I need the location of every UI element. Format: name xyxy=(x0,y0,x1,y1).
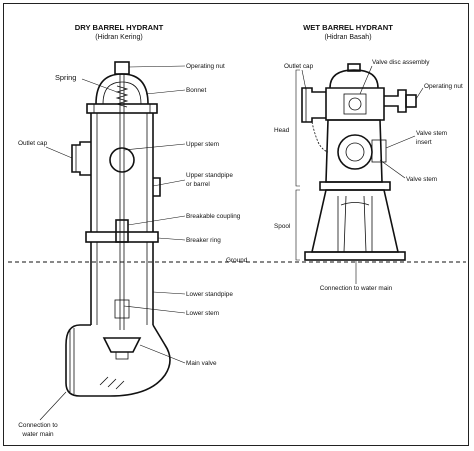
label-upper-stem: Upper stem xyxy=(186,141,219,148)
wet-label-valve-stem: Valve stem xyxy=(406,176,437,183)
label-connection: Connection to xyxy=(18,422,58,429)
dry-outlet-nozzle xyxy=(71,141,91,176)
wet-label-valve-stem-insert: Valve stem xyxy=(416,130,447,137)
label-lower-stem: Lower stem xyxy=(186,310,219,317)
dry-breaker-ring xyxy=(85,231,159,243)
wet-operating-nut xyxy=(405,94,417,108)
wet-head-lower xyxy=(325,119,383,183)
wet-base xyxy=(304,251,406,261)
diagram-frame xyxy=(3,3,469,446)
wet-flange xyxy=(319,181,391,191)
wet-label-operating-nut: Operating nut xyxy=(424,83,463,90)
wet-subtitle: (Hidran Basah) xyxy=(324,34,371,41)
wet-label-head: Head xyxy=(274,127,290,134)
wet-port xyxy=(337,134,373,170)
label-water-main: water main xyxy=(21,431,54,438)
label-lower-standpipe: Lower standpipe xyxy=(186,291,233,298)
wet-title: WET BARREL HYDRANT xyxy=(303,23,393,32)
wet-label-valve-disc: Valve disc assembly xyxy=(372,59,430,66)
label-ground: Ground xyxy=(226,257,248,264)
dry-shoe xyxy=(65,324,171,397)
dry-operating-nut xyxy=(114,61,130,75)
label-operating-nut: Operating nut xyxy=(186,63,225,70)
wet-outlet-cap xyxy=(301,87,326,123)
wet-chain xyxy=(311,121,329,153)
dry-bonnet xyxy=(95,73,149,105)
label-upper-standpipe: Upper standpipe xyxy=(186,172,233,179)
dry-title: DRY BARREL HYDRANT xyxy=(75,23,164,32)
label-or-barrel: or barrel xyxy=(186,181,210,188)
label-main-valve: Main valve xyxy=(186,360,217,367)
wet-valve-stem-insert xyxy=(371,139,387,163)
wet-spool xyxy=(310,189,400,253)
wet-label-insert: insert xyxy=(416,139,432,146)
dry-breakable-coupling xyxy=(115,219,129,243)
dry-barrel-hydrant xyxy=(65,61,171,397)
wet-top-dome xyxy=(329,69,379,89)
dry-outlet-port xyxy=(109,147,135,173)
wet-braces xyxy=(295,69,300,261)
dry-main-valve xyxy=(102,337,142,353)
dry-bonnet-flange xyxy=(86,103,158,114)
label-bonnet: Bonnet xyxy=(186,87,206,94)
dry-subtitle: (Hidran Kering) xyxy=(95,34,142,41)
wet-labels: Outlet cap Valve disc assembly Operating… xyxy=(274,59,463,292)
wet-label-connection: Connection to water main xyxy=(320,285,393,292)
dry-spring xyxy=(115,85,129,108)
dry-labels: Operating nut Spring Bonnet Outlet cap U… xyxy=(18,63,248,438)
wet-label-spool: Spool xyxy=(274,223,290,230)
label-outlet-cap: Outlet cap xyxy=(18,140,48,147)
wet-valve-disc xyxy=(384,89,407,113)
wet-barrel-hydrant xyxy=(301,63,417,261)
label-breaker-ring: Breaker ring xyxy=(186,237,221,244)
label-breakable-coupling: Breakable coupling xyxy=(186,213,241,220)
wet-label-outlet-cap: Outlet cap xyxy=(284,63,314,70)
label-spring: Spring xyxy=(55,73,76,82)
wet-head-upper xyxy=(325,87,385,121)
